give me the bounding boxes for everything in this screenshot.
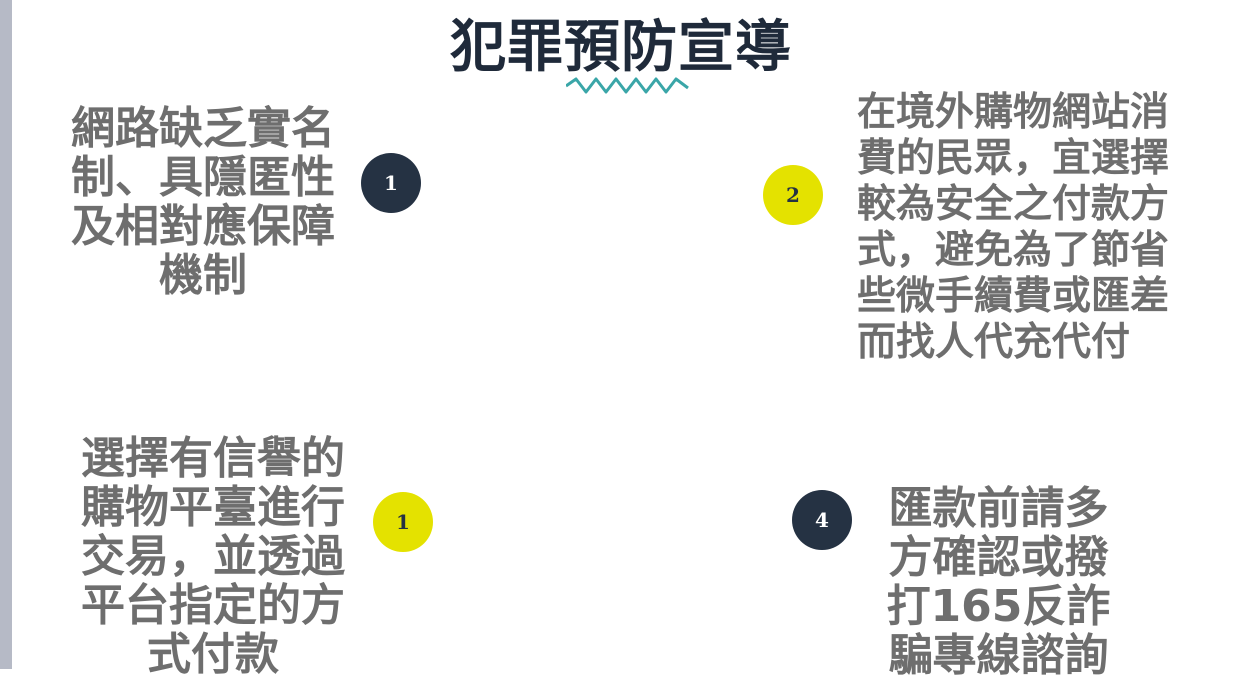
left-accent-bar: [0, 0, 12, 669]
number-badge-1: 1: [361, 153, 421, 213]
number-badge-2: 2: [763, 165, 823, 225]
tip-text-2: 在境外購物網站消 費的民眾，宜選擇 較為安全之付款方 式，避免為了節省 些微手續…: [857, 90, 1170, 365]
tip-text-1: 網路缺乏實名 制、具隱匿性 及相對應保障 機制: [71, 103, 335, 301]
tip-text-3: 選擇有信譽的 購物平臺進行 交易，並透過 平台指定的方 式付款: [81, 433, 345, 680]
wave-decoration: [566, 77, 689, 94]
number-badge-3: 1: [373, 492, 433, 552]
number-badge-4: 4: [792, 490, 852, 550]
tip-text-4: 匯款前請多 方確認或撥 打165反詐 騙專線諮詢: [886, 483, 1111, 681]
page-title: 犯罪預防宣導: [450, 15, 792, 80]
